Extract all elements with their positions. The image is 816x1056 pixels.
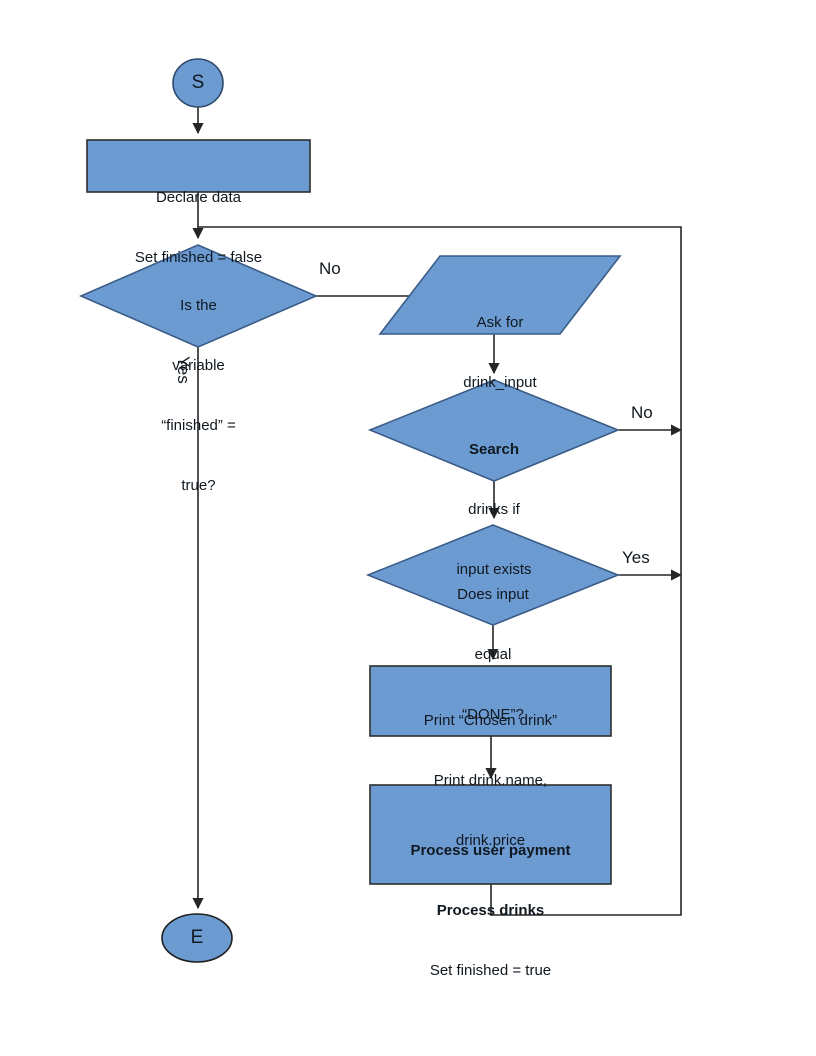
node-declare-shape[interactable]: [86, 139, 311, 193]
node-process-payment-shape[interactable]: [369, 784, 612, 885]
node-end-shape[interactable]: [161, 913, 233, 963]
node-ask-input-shape[interactable]: [378, 255, 622, 335]
start-letter: S: [191, 72, 205, 93]
edge-label-done-yes: Yes: [622, 548, 650, 567]
node-done-check-shape[interactable]: [365, 524, 621, 626]
node-start-shape[interactable]: [172, 58, 224, 108]
node-finished-check-shape[interactable]: [78, 244, 319, 348]
node-search-shape[interactable]: [367, 379, 621, 482]
edge-label-search-no: No: [631, 403, 653, 422]
node-end-label: E: [177, 928, 217, 948]
edge-label-finished-yes: Yes: [174, 356, 193, 384]
node-start-label: S: [178, 73, 218, 93]
end-letter: E: [190, 927, 204, 948]
node-print-shape[interactable]: [369, 665, 612, 737]
edge-loopback-path: [198, 226, 682, 916]
edge-label-finished-no: No: [319, 259, 341, 278]
